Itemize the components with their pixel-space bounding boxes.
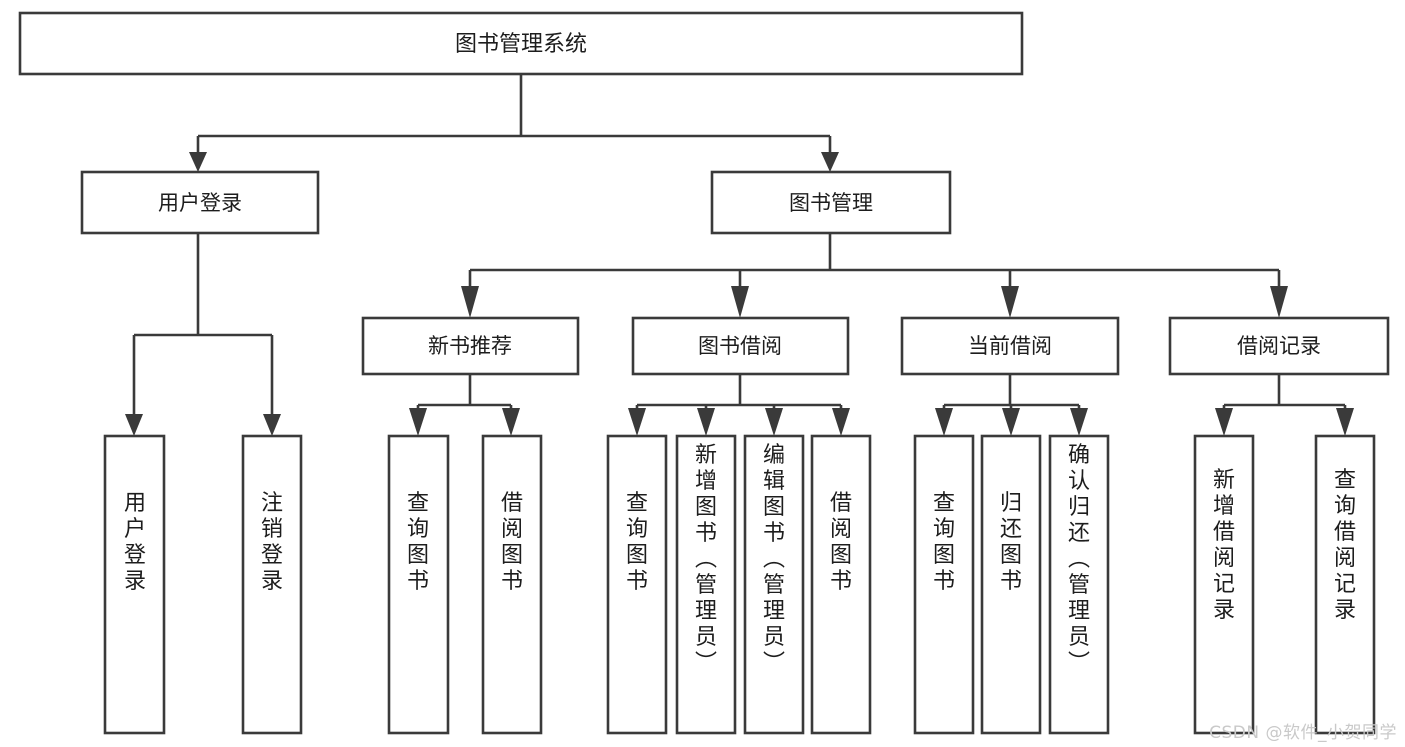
node-label-leaf-add-book: 新增图书︵管理员︶ <box>695 443 717 676</box>
node-box-leaf-query-book-1[interactable] <box>387 434 450 735</box>
node-current-borrow[interactable]: 当前借阅 <box>900 316 1120 376</box>
node-box-root[interactable] <box>18 11 1024 76</box>
node-leaf-query-book-3[interactable]: 查询图书 <box>913 434 975 735</box>
arrow-head-leaf-confirm-return <box>1070 408 1088 436</box>
node-box-leaf-edit-book[interactable] <box>743 434 805 735</box>
arrow-head-user-login <box>189 152 207 172</box>
node-box-leaf-borrow-book-2[interactable] <box>810 434 872 735</box>
connector-layer <box>125 74 1354 436</box>
node-title-root[interactable]: 图书管理系统 <box>18 11 1024 76</box>
node-label-leaf-logout-login: 注销登录 <box>261 491 283 594</box>
node-label-root: 图书管理系统 <box>455 32 587 57</box>
node-label-leaf-borrow-book-2: 借阅图书 <box>830 491 852 594</box>
node-label-user-login: 用户登录 <box>158 191 242 215</box>
node-label-leaf-user-login: 用户登录 <box>124 491 146 594</box>
node-box-book-borrow[interactable] <box>631 316 850 376</box>
node-leaf-add-book[interactable]: 新增图书︵管理员︶ <box>675 434 737 735</box>
node-book-borrow[interactable]: 图书借阅 <box>631 316 850 376</box>
node-box-leaf-borrow-book-1[interactable] <box>481 434 543 735</box>
arrow-head-current-borrow <box>1001 286 1019 318</box>
node-leaf-edit-book[interactable]: 编辑图书︵管理员︶ <box>743 434 805 735</box>
node-leaf-user-login[interactable]: 用户登录 <box>103 434 166 735</box>
node-new-book-recommend[interactable]: 新书推荐 <box>361 316 580 376</box>
node-box-new-book-recommend[interactable] <box>361 316 580 376</box>
node-leaf-return-book[interactable]: 归还图书 <box>980 434 1042 735</box>
node-box-borrow-record[interactable] <box>1168 316 1390 376</box>
node-box-leaf-return-book[interactable] <box>980 434 1042 735</box>
node-box-leaf-query-book-2[interactable] <box>606 434 668 735</box>
arrow-head-leaf-borrow-book-2 <box>832 408 850 436</box>
arrow-head-leaf-add-book <box>697 408 715 436</box>
arrow-head-leaf-query-record <box>1336 408 1354 436</box>
node-box-leaf-user-login[interactable] <box>103 434 166 735</box>
node-box-current-borrow[interactable] <box>900 316 1120 376</box>
arrow-head-borrow-record <box>1270 286 1288 318</box>
node-box-leaf-confirm-return[interactable] <box>1048 434 1110 735</box>
node-label-leaf-borrow-book-1: 借阅图书 <box>501 491 523 594</box>
node-label-current-borrow: 当前借阅 <box>968 334 1052 358</box>
node-label-leaf-edit-book: 编辑图书︵管理员︶ <box>763 443 785 676</box>
node-leaf-logout-login[interactable]: 注销登录 <box>241 434 303 735</box>
node-box-leaf-add-record[interactable] <box>1193 434 1255 735</box>
node-box-leaf-query-book-3[interactable] <box>913 434 975 735</box>
node-box-leaf-add-book[interactable] <box>675 434 737 735</box>
node-label-new-book-recommend: 新书推荐 <box>428 334 512 358</box>
node-box-leaf-logout-login[interactable] <box>241 434 303 735</box>
arrow-head-leaf-borrow-book-1 <box>502 408 520 436</box>
node-box-leaf-query-record[interactable] <box>1314 434 1376 735</box>
node-label-leaf-return-book: 归还图书 <box>1000 491 1022 594</box>
arrow-head-book-manage <box>821 152 839 172</box>
node-leaf-query-book-1[interactable]: 查询图书 <box>387 434 450 735</box>
node-label-book-manage: 图书管理 <box>789 191 873 215</box>
node-label-leaf-query-record: 查询借阅记录 <box>1334 468 1356 623</box>
node-leaf-add-record[interactable]: 新增借阅记录 <box>1193 434 1255 735</box>
node-leaf-borrow-book-1[interactable]: 借阅图书 <box>481 434 543 735</box>
arrow-head-leaf-logout-login <box>263 414 281 436</box>
arrow-head-leaf-user-login <box>125 414 143 436</box>
node-leaf-query-book-2[interactable]: 查询图书 <box>606 434 668 735</box>
node-label-leaf-add-record: 新增借阅记录 <box>1213 468 1235 623</box>
arrow-head-leaf-query-book-3 <box>935 408 953 436</box>
arrow-head-leaf-query-book-2 <box>628 408 646 436</box>
node-label-leaf-query-book-2: 查询图书 <box>626 491 648 594</box>
node-leaf-confirm-return[interactable]: 确认归还︵管理员︶ <box>1048 434 1110 735</box>
node-box-user-login[interactable] <box>80 170 320 235</box>
arrow-head-leaf-query-book-1 <box>409 408 427 436</box>
arrow-head-new-book-recommend <box>461 286 479 318</box>
node-label-leaf-confirm-return: 确认归还︵管理员︶ <box>1068 443 1090 676</box>
node-borrow-record[interactable]: 借阅记录 <box>1168 316 1390 376</box>
arrow-head-leaf-edit-book <box>765 408 783 436</box>
node-label-book-borrow: 图书借阅 <box>698 334 782 358</box>
node-user-login[interactable]: 用户登录 <box>80 170 320 235</box>
arrow-head-book-borrow <box>731 286 749 318</box>
node-leaf-borrow-book-2[interactable]: 借阅图书 <box>810 434 872 735</box>
node-box-book-manage[interactable] <box>710 170 952 235</box>
node-leaf-query-record[interactable]: 查询借阅记录 <box>1314 434 1376 735</box>
node-label-borrow-record: 借阅记录 <box>1237 334 1321 358</box>
arrow-head-leaf-add-record <box>1215 408 1233 436</box>
node-label-leaf-query-book-1: 查询图书 <box>407 491 429 594</box>
arrow-head-leaf-return-book <box>1002 408 1020 436</box>
node-label-leaf-query-book-3: 查询图书 <box>933 491 955 594</box>
node-book-manage[interactable]: 图书管理 <box>710 170 952 235</box>
